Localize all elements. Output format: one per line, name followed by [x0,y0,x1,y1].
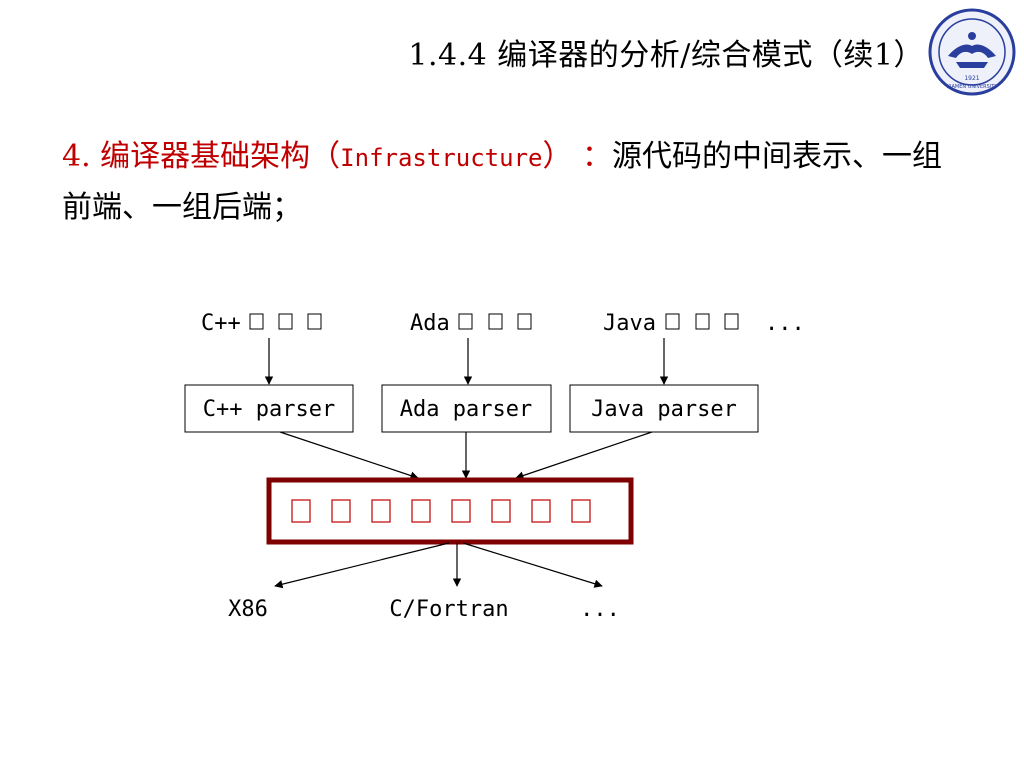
logo-year: 1921 [964,75,979,82]
ada-parser-box: Ada parser [381,384,552,433]
bullet-point: 4. 编译器基础架构（Infrastructure） ：源代码的中间表示、一组前… [62,132,962,233]
target-x86-label: X86 [228,597,268,622]
university-seal-logo: 1921 XIAMEN UNIVERSITY [928,8,1016,96]
source-java-label: Java ... [603,311,805,336]
point-term: Infrastructure [340,144,543,172]
intermediate-representation-box [266,477,634,545]
source-ada-label: Ada [410,311,532,336]
target-more-label: ... [580,597,620,622]
point-colon: ： [582,139,613,174]
more-sources-ellipsis: ... [765,311,805,336]
arrow-java-parser-to-ir [515,431,653,480]
slide-title: 1.4.4 编译器的分析/综合模式（续1） [408,38,924,73]
arrow-ir-to-x86 [274,542,450,589]
point-heading-close: ） [542,139,573,174]
svg-text:Ada parser: Ada parser [400,397,532,422]
svg-text:C++: C++ [201,311,241,336]
arrow-ir-to-more [462,542,603,588]
arrow-cpp-parser-to-ir [279,431,419,480]
svg-text:Java: Java [603,311,656,336]
svg-text:Ada: Ada [410,311,450,336]
svg-text:C++ parser: C++ parser [203,397,335,422]
source-cpp-label: C++ [201,311,322,336]
logo-text: XIAMEN UNIVERSITY [947,84,999,90]
target-cfortran-label: C/Fortran [389,597,508,622]
point-heading: 编译器基础架构（ [100,139,341,174]
cpp-parser-box: C++ parser [184,384,354,433]
java-parser-box: Java parser [569,384,759,433]
point-number: 4. [62,139,91,174]
svg-text:Java parser: Java parser [591,397,737,422]
point-description: 源代码的中间表示、一组前端、一组后端； [62,139,943,225]
